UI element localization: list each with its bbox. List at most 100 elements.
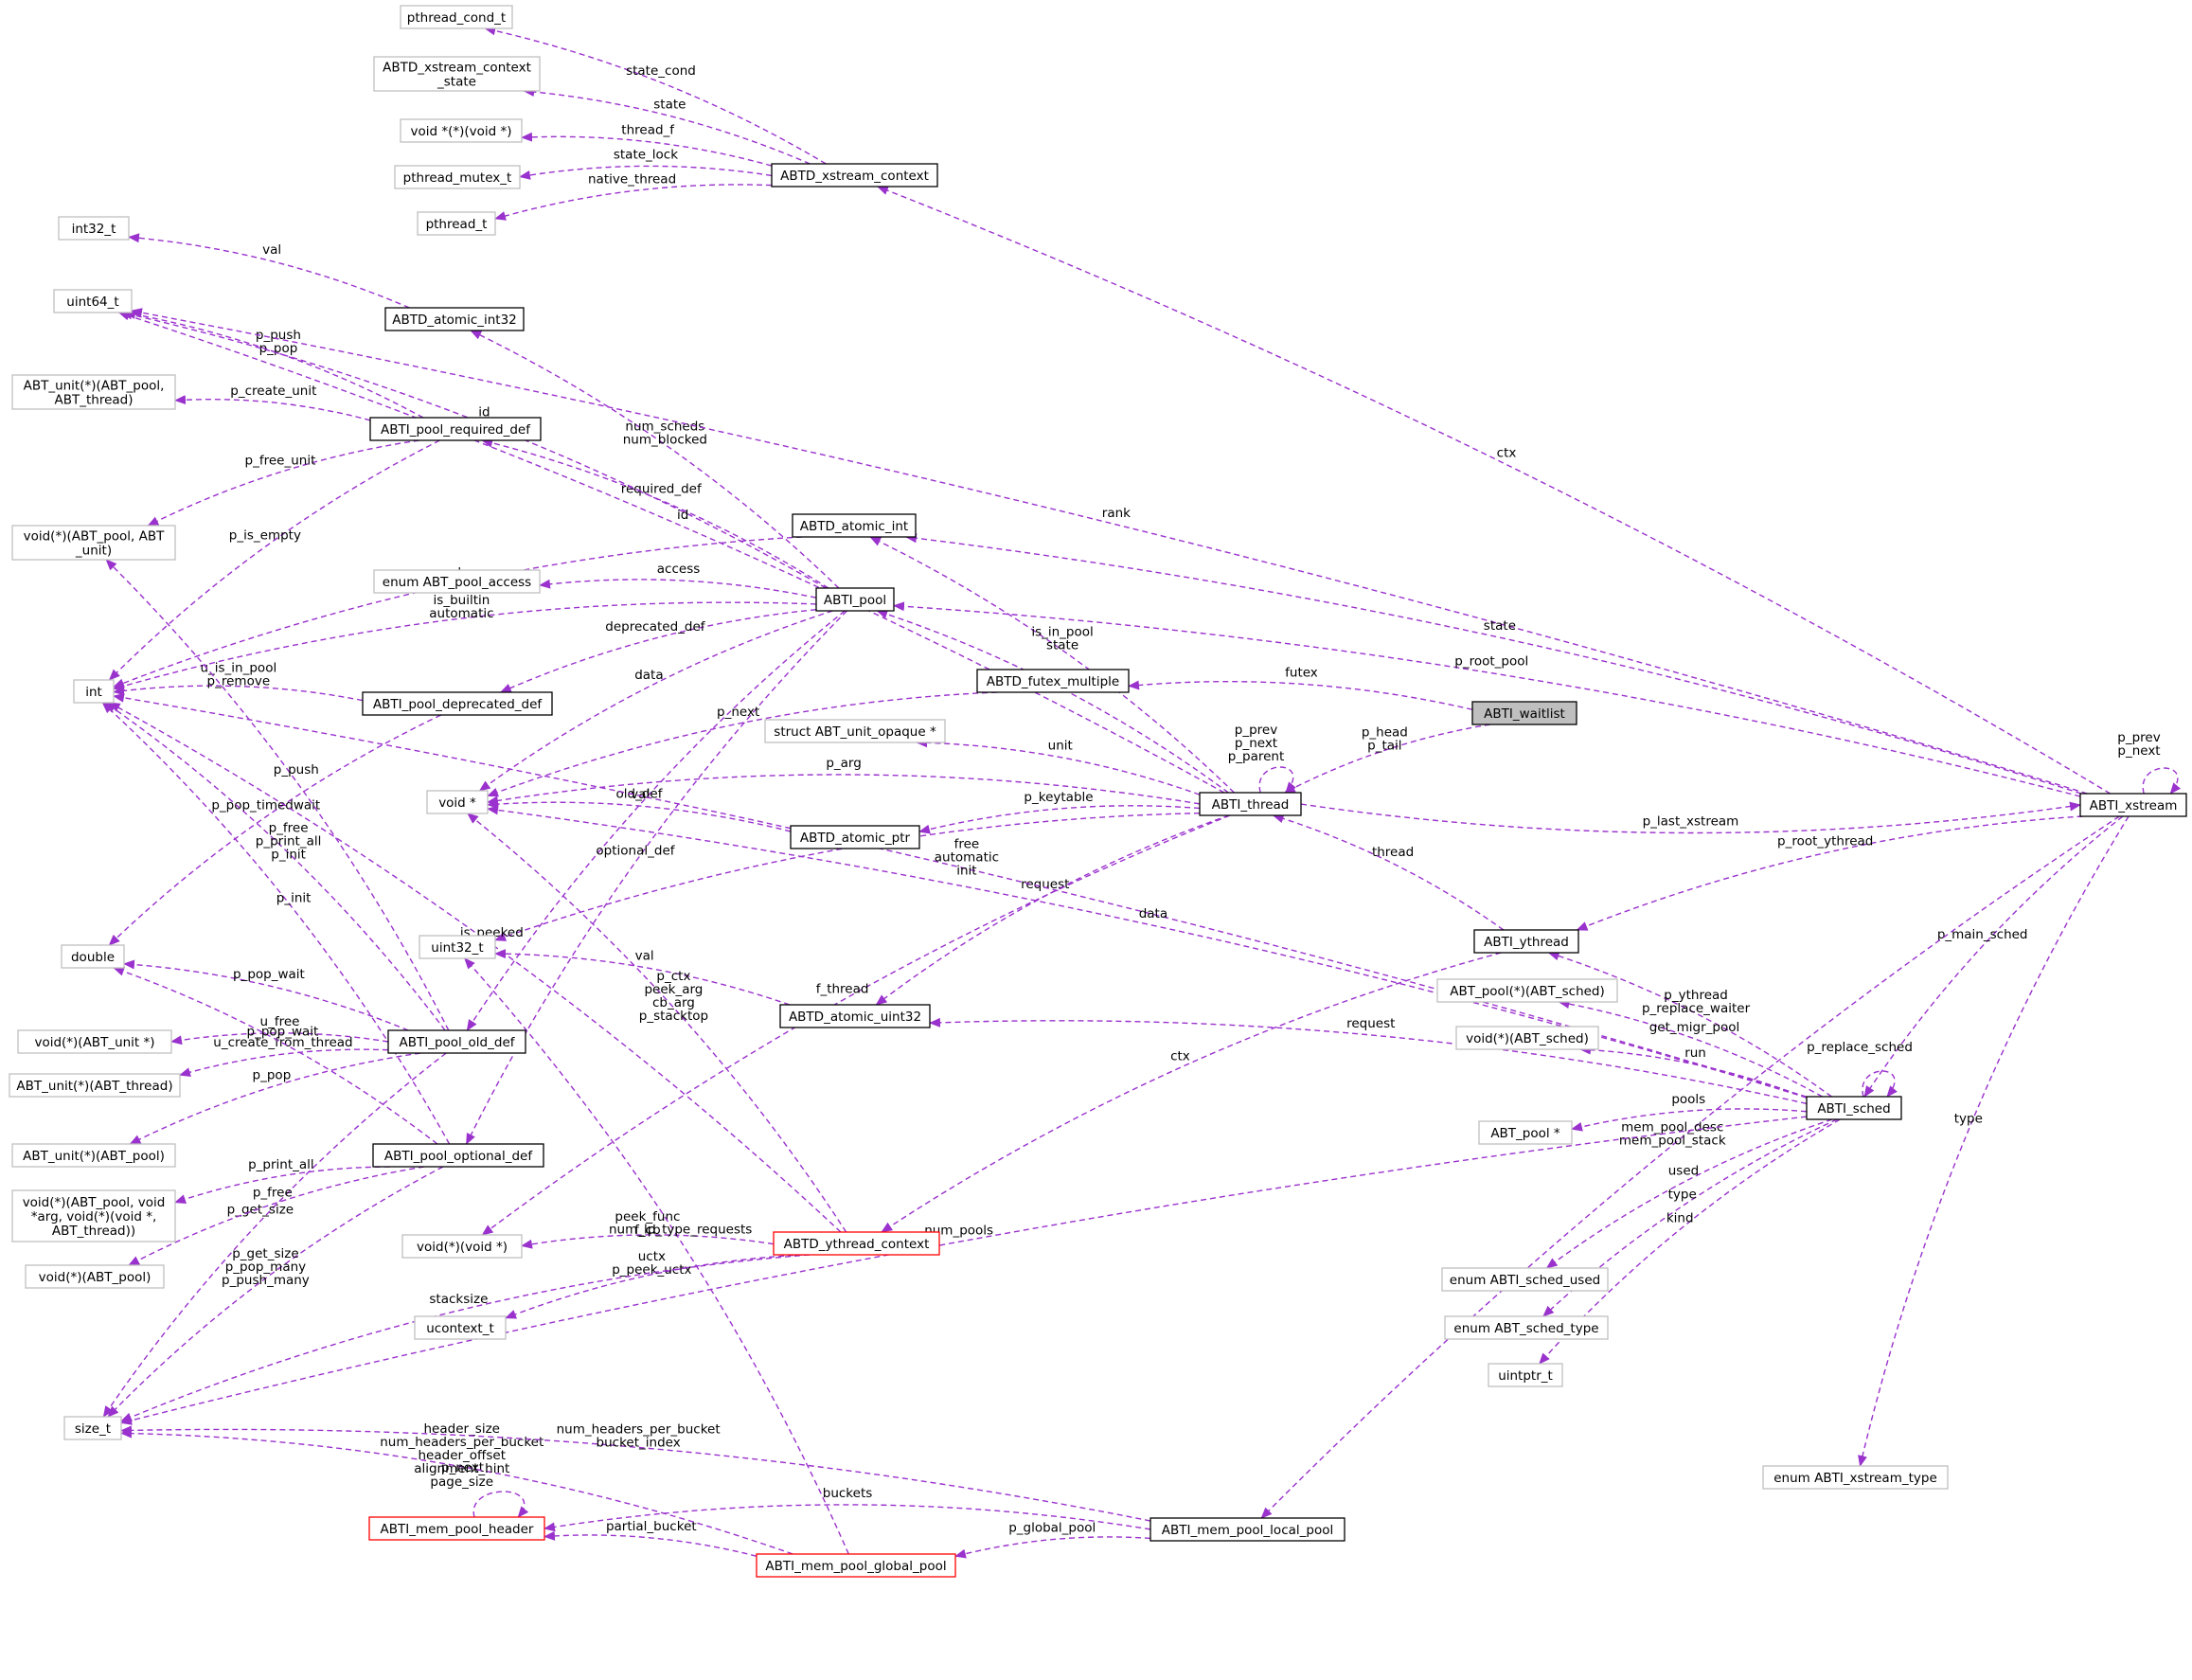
node-mem-pool-local-pool[interactable]: ABTI_mem_pool_local_pool [1149,1517,1345,1542]
edge-line [1300,801,2081,834]
edge-line [101,702,451,1145]
edge-line [1260,815,2120,1519]
node-label: ABTI_xstream [2090,798,2178,813]
node-box [387,1029,526,1054]
node-box [11,1143,176,1168]
node-abti-thread[interactable]: ABTI_thread [1199,792,1302,816]
edge-xstream_context-to-xstream_context_state: state [523,87,811,165]
edge-label: rank [1102,506,1131,521]
edge-mem_pool_global_pool-to-mem_pool_header: partial_bucket [544,1519,757,1557]
node-box [779,1004,931,1028]
edge-abti_ythread-to-abti_thread: thread [1272,813,1505,931]
node-atomic-uint32[interactable]: ABTD_atomic_uint32 [779,1004,931,1028]
edge-label: val [631,787,650,802]
edge-line [120,1254,810,1422]
node-box [1444,1315,1609,1340]
node-label: ABTI_pool [824,593,886,608]
edge-line [918,805,1201,834]
edge-label: p_pop_timedwait [211,797,320,813]
node-box [426,790,489,814]
edge-line [1576,815,2083,931]
edge-label: p_print_all [248,1157,314,1172]
edge-mem_pool_header-to-mem_pool_header: p_next [441,1460,529,1518]
edge-line [1272,813,1505,931]
node-futex-multiple[interactable]: ABTD_futex_multiple [976,669,1130,693]
node-label: uint32_t [431,940,483,956]
edge-abti_thread-to-atomic_ptr: p_keytable [918,790,1201,834]
edge-abti_thread-to-uint64_t: id [117,311,1225,794]
edge-line [120,1116,1808,1425]
edge-line [544,1530,757,1557]
node-atomic-ptr[interactable]: ABTD_atomic_ptr [790,825,920,849]
edge-line [467,813,847,1233]
edge-abti_pool-to-pool_optional_def: optional_def [465,610,847,1145]
edge-pool_required_def-to-abt_unit_create: p_create_unit [174,384,371,421]
edge-line [1258,766,1296,794]
edge-line [108,439,440,681]
edge-label: thread [1372,845,1414,860]
node-box [25,1264,165,1289]
node-abti-ythread[interactable]: ABTI_ythread [1473,929,1579,954]
node-int: int [73,679,115,704]
node-pool-old-def[interactable]: ABTI_pool_old_def [387,1029,526,1054]
edge-line [929,1017,1808,1105]
node-box [63,1416,122,1440]
node-pthread-cond-t: pthread_cond_t [400,5,513,29]
node-mem-pool-header[interactable]: ABTI_mem_pool_header [368,1516,545,1541]
edge-line [131,308,2088,795]
node-label: ABTI_ythread [1484,935,1569,950]
node-box [417,211,496,236]
edge-label: state [1484,618,1516,634]
node-label: void *(*)(void *) [410,124,511,139]
edge-line [107,1166,444,1418]
edge-line [881,952,1502,1233]
node-box [373,56,541,92]
node-ythread-context[interactable]: ABTD_ythread_context [773,1231,940,1256]
node-label: ABT_pool(*)(ABT_sched) [1450,984,1605,999]
edge-label: p_global_pool [1008,1521,1096,1536]
edge-line [1862,1070,1898,1098]
edge-abti_xstream-to-abti_pool: p_root_pool [893,601,2081,797]
node-xstream-context[interactable]: ABTD_xstream_context [771,163,938,188]
edge-label: kind [1666,1210,1694,1225]
node-abti-pool[interactable]: ABTI_pool [815,587,895,612]
node-pool-required-def[interactable]: ABTI_pool_required_def [369,417,542,441]
edge-label: pools [1671,1092,1705,1107]
edge-abti_xstream-to-abti_ythread: p_root_ythread [1576,815,2083,931]
edge-pool_optional_def-to-void_pool: p_free [128,1166,425,1266]
node-pool-deprecated-def[interactable]: ABTI_pool_deprecated_def [362,691,553,716]
edge-label: required_def [621,481,703,496]
node-pool-optional-def[interactable]: ABTI_pool_optional_def [372,1143,544,1168]
node-abti-sched[interactable]: ABTI_sched [1806,1096,1902,1120]
edge-label: p_get_size [227,1203,294,1218]
edge-line [523,87,811,165]
node-waitlist[interactable]: ABTI_waitlist [1471,701,1577,725]
edge-line [893,601,2081,797]
edge-label: buckets [823,1486,873,1501]
edge-abti_sched-to-abt_pool_ptr: pools [1571,1092,1808,1132]
node-atomic-int[interactable]: ABTD_atomic_int [792,513,917,538]
edge-label: p_init [276,890,312,905]
node-abti-xstream[interactable]: ABTI_xstream [2079,793,2187,817]
edge-abti_ythread-to-ythread_context: ctx [881,952,1502,1233]
node-void-sched: void(*)(ABT_sched) [1455,1026,1599,1050]
node-atomic-int32[interactable]: ABTD_atomic_int32 [384,307,525,331]
node-mem-pool-global-pool[interactable]: ABTI_mem_pool_global_pool [756,1553,956,1578]
node-box [369,417,542,441]
edge-line [464,957,849,1555]
edge-label: p_pop_wait [247,1024,319,1039]
edge-ythread_context-to-size_t: stacksize [120,1254,810,1422]
edge-line [129,1052,421,1145]
edge-abti_sched-to-void_sched: run [1578,1045,1808,1099]
edge-line [128,233,410,309]
edge-abti_xstream-to-enum_xstream_type: type [1858,815,2130,1467]
node-box [362,691,553,716]
edge-line [113,685,364,702]
node-label: int32_t [72,222,116,237]
